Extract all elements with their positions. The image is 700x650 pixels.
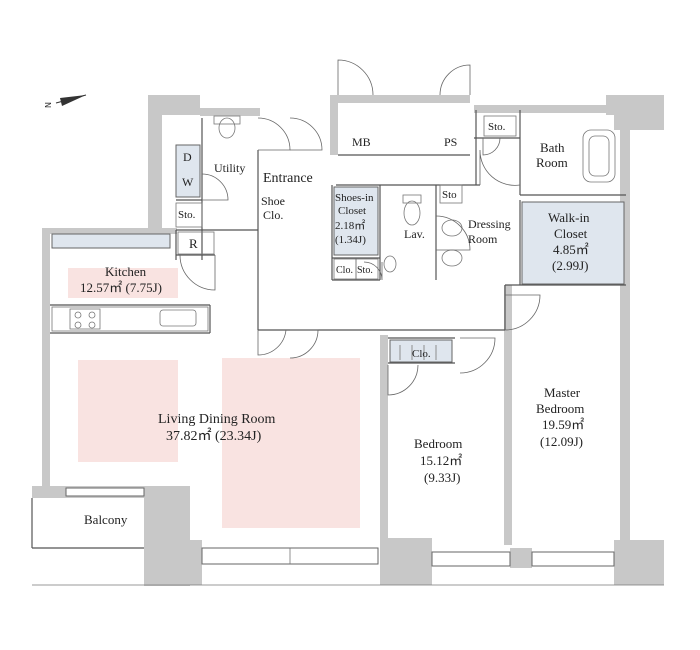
sto-utility-label: Sto.: [178, 209, 196, 221]
walk-in-area: 4.85㎡: [553, 242, 589, 257]
shoes-in-closet-area: 2.18㎡: [335, 219, 365, 232]
utility-shelf: [175, 144, 201, 198]
kitchen-counter-top: [51, 233, 171, 249]
living-label: Living Dining Room: [158, 412, 276, 427]
bedroom-area: 15.12㎡: [420, 453, 462, 468]
living-highlight-left: [78, 360, 178, 462]
clo-small-label: Clo.: [336, 265, 353, 276]
shoe-clo-line2: Clo.: [263, 208, 283, 222]
d-label: D: [183, 150, 192, 164]
sto-bath-label: Sto.: [488, 121, 506, 133]
master-label-line2: Bedroom: [536, 401, 584, 416]
kitchen-label: Kitchen: [105, 264, 147, 279]
sto-small-label: Sto.: [357, 265, 373, 276]
living-highlight-right: [222, 358, 360, 528]
bath-label-line2: Room: [536, 155, 568, 170]
shoes-in-closet-area: [333, 186, 379, 256]
walk-in-jo: (2.99J): [552, 258, 588, 273]
dressing-line1: Dressing: [468, 217, 511, 231]
w-label: W: [182, 175, 194, 189]
master-label-line1: Master: [544, 385, 581, 400]
shoes-in-closet-jo: (1.34J): [335, 234, 366, 246]
mb-label: MB: [352, 135, 371, 149]
door-swings: [179, 59, 541, 396]
sto-dressing-label: Sto: [442, 189, 457, 201]
room-labels: MB PS Sto. Bath Room D W Utility Sto. R …: [80, 115, 590, 527]
bedroom-closet-area: [389, 339, 453, 363]
walk-in-closet-area: [521, 201, 625, 285]
bedroom-label: Bedroom: [414, 436, 462, 451]
kitchen-highlight: [68, 268, 178, 298]
shoes-in-closet-line2: Closet: [338, 205, 366, 217]
shoe-clo-line1: Shoe: [261, 194, 285, 208]
dressing-line2: Room: [468, 232, 498, 246]
walk-in-line1: Walk-in: [548, 210, 590, 225]
compass-label: N: [44, 102, 53, 108]
r-label: R: [189, 236, 198, 251]
lav-label: Lav.: [404, 227, 425, 241]
ps-label: PS: [444, 135, 457, 149]
shoes-in-closet-line1: Shoes-in: [335, 192, 374, 204]
master-area: 19.59㎡: [542, 417, 584, 432]
bedroom-closet-label: Clo.: [412, 348, 431, 360]
living-area: 37.82㎡ (23.34J): [166, 428, 262, 444]
bedroom-jo: (9.33J): [424, 470, 460, 485]
walk-in-line2: Closet: [554, 226, 588, 241]
kitchen-area: 12.57㎡ (7.75J): [80, 280, 162, 295]
windows: [65, 487, 615, 567]
entrance-label: Entrance: [263, 171, 313, 186]
north-arrow-icon: N: [44, 94, 87, 108]
master-jo: (12.09J): [540, 434, 583, 449]
bath-label-line1: Bath: [540, 140, 565, 155]
utility-label: Utility: [214, 161, 245, 175]
balcony-label: Balcony: [84, 512, 128, 527]
outer-walls: [32, 95, 664, 586]
